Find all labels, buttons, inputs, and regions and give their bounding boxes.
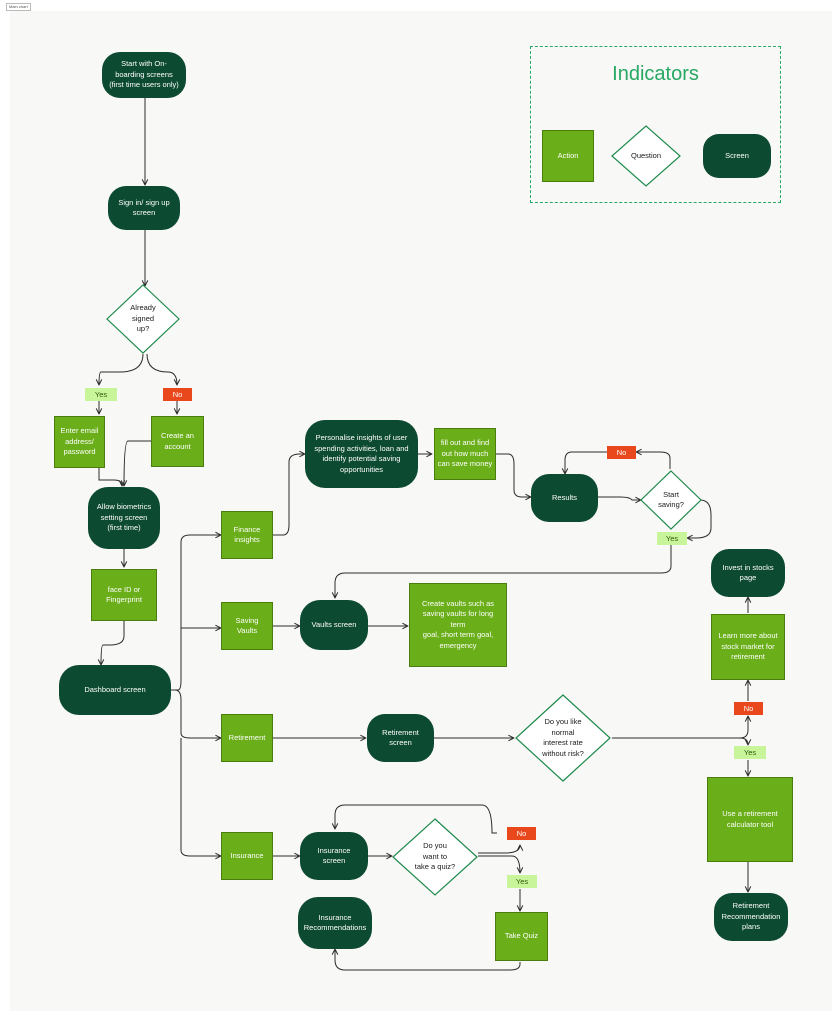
legend-screen-swatch: Screen [703, 134, 771, 178]
dashboard-screen: Dashboard screen [59, 665, 171, 715]
connector-dashboard-finance [171, 535, 221, 691]
connector-fillout-results [496, 453, 531, 497]
signin-screen: Sign in/ sign up screen [108, 186, 180, 230]
connector-finance-personalise [273, 454, 305, 536]
connector-quiz-yes [478, 855, 520, 873]
enter-email-action: Enter email address/ password [54, 416, 105, 468]
already-signed-up-question: Already signed up? [105, 283, 181, 355]
start-saving-question: Start saving? [639, 469, 703, 531]
question-label: Do you want to take a quiz? [414, 841, 456, 872]
vaults-screen: Vaults screen [300, 600, 368, 650]
personalise-insights-screen: Personalise insights of user spending ac… [305, 420, 418, 488]
indicators-legend: Indicators [530, 46, 781, 203]
legend-action-label: Action [557, 150, 579, 160]
no-tag: No [607, 446, 636, 459]
legend-question-swatch: Question [610, 124, 682, 188]
connector-quiz-no [478, 845, 520, 854]
connector-dashboard-insurance [180, 738, 221, 856]
connector-enter-email-biometrics [98, 466, 122, 486]
onboarding-screen: Start with On- boarding screens (first t… [102, 52, 186, 98]
insurance-screen: Insurance screen [300, 832, 368, 880]
yes-tag: Yes [85, 388, 117, 401]
fill-out-action: fill out and find out how much can save … [434, 428, 496, 480]
connector-question-yes [99, 353, 144, 385]
connector-create-account-biometrics [124, 440, 177, 486]
take-quiz-question: Do you want to take a quiz? [391, 817, 479, 897]
connector-start-saving-no [636, 452, 671, 469]
connector-faceid-dashboard [101, 621, 125, 665]
legend-action-swatch: Action [542, 130, 594, 182]
results-screen: Results [531, 474, 598, 522]
insurance-recommendations-screen: Insurance Recommendations [298, 897, 372, 949]
frame-label: Main chart [6, 3, 31, 11]
no-tag: No [163, 388, 192, 401]
diamond-shape [515, 694, 611, 782]
diamond-shape [106, 284, 180, 354]
question-label: Do you like normal interest rate without… [542, 717, 584, 758]
retirement-calculator-action: Use a retirement calculator tool [707, 777, 793, 862]
connector-question-no [146, 353, 177, 385]
question-label: Start saving? [658, 489, 684, 510]
connector-takequiz-recommendations [335, 949, 521, 971]
retirement-screen: Retirement screen [367, 714, 434, 762]
diamond-shape [392, 818, 478, 896]
invest-stocks-screen: Invest in stocks page [711, 549, 785, 597]
question-label: Already signed up? [130, 303, 156, 334]
connector-start-saving-yes [687, 499, 712, 538]
connector-yes-vaults [335, 545, 672, 598]
connector-dashboard-retirement [171, 689, 221, 738]
create-vaults-action: Create vaults such as saving vaults for … [409, 583, 507, 667]
biometrics-screen: Allow biometrics setting screen (first t… [88, 487, 160, 549]
legend-title: Indicators [612, 63, 699, 85]
normal-interest-question: Do you like normal interest rate without… [514, 693, 612, 783]
face-id-action: face ID or Fingerprint [91, 569, 157, 621]
legend-screen-label: Screen [725, 150, 749, 160]
retirement-action: Retirement [221, 714, 273, 762]
legend-diamond-shape [611, 125, 681, 187]
connector-question-no-branch [612, 716, 748, 739]
take-quiz-action: Take Quiz [495, 912, 548, 961]
insurance-action: Insurance [221, 832, 273, 880]
create-account-action: Create an account [151, 416, 204, 467]
connector-results-start-saving [598, 496, 641, 500]
connector-no-results [565, 451, 607, 474]
yes-tag: Yes [507, 875, 537, 888]
no-tag: No [734, 702, 763, 715]
diamond-shape [640, 470, 702, 530]
learn-more-action: Learn more about stock market for retire… [711, 614, 785, 680]
no-tag: No [507, 827, 536, 840]
connector-no-insurance-screen [335, 804, 497, 834]
connector-question-yes-branch [739, 737, 748, 745]
retirement-plans-screen: Retirement Recommendation plans [714, 893, 788, 941]
finance-insights-action: Finance insights [221, 511, 273, 559]
saving-vaults-action: Saving Vaults [221, 602, 273, 650]
yes-tag: Yes [657, 532, 687, 545]
yes-tag: Yes [734, 746, 766, 759]
legend-question-label: Question [630, 150, 662, 160]
